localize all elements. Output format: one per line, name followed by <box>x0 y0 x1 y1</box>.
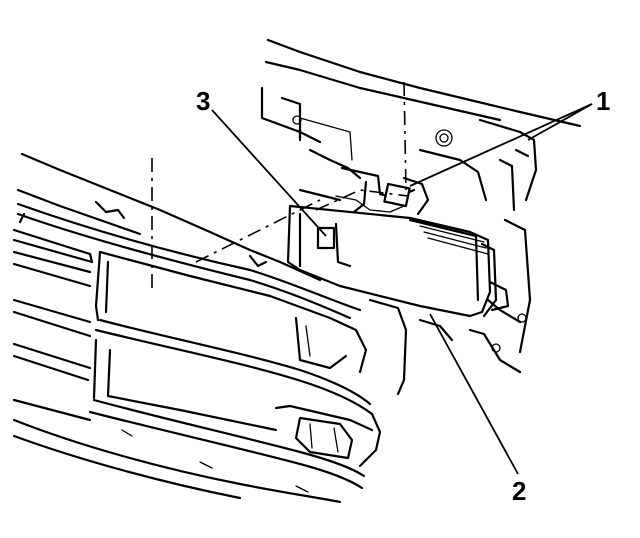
leader-3 <box>211 109 327 237</box>
callout-leaders <box>211 103 593 475</box>
callout-1: 1 <box>596 86 610 116</box>
callout-3: 3 <box>196 86 210 116</box>
leader-1 <box>409 103 593 187</box>
alignment-lines <box>151 81 409 290</box>
radiator-support <box>260 38 582 374</box>
leader-1b <box>527 103 593 141</box>
callout-2: 2 <box>512 476 526 506</box>
leader-2 <box>429 313 519 475</box>
front-grille-bezel <box>12 152 382 504</box>
headlamp-assembly <box>286 204 510 318</box>
lower-support <box>368 298 454 396</box>
headlamp-bracket <box>335 166 430 216</box>
